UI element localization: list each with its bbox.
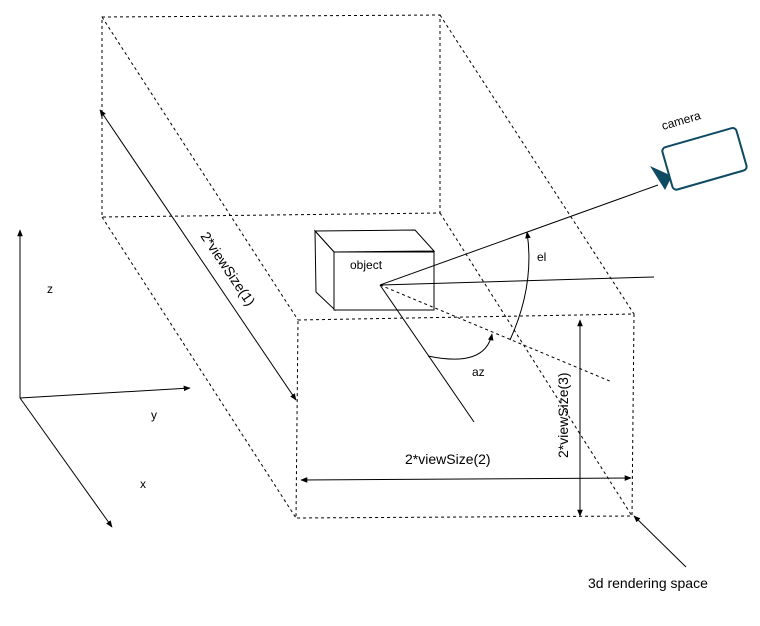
camera-label: camera bbox=[660, 108, 703, 133]
object-axis-line bbox=[379, 284, 475, 423]
azimuth-label: az bbox=[472, 365, 485, 379]
elevation-label: el bbox=[537, 250, 546, 264]
camera-view-line bbox=[379, 184, 659, 286]
object-label: object bbox=[350, 258, 383, 272]
box-edge-bottom-right bbox=[439, 212, 633, 517]
x-axis bbox=[19, 397, 113, 528]
azimuth-arc bbox=[427, 333, 494, 360]
rendering-space-label: 3d rendering space bbox=[588, 575, 708, 591]
projection-line bbox=[379, 284, 613, 383]
horizontal-reference-line bbox=[379, 276, 655, 286]
box-back-face bbox=[101, 14, 441, 218]
box-edge-top-right bbox=[439, 14, 635, 315]
view-size-3-dimension: 2*viewSize(3) bbox=[555, 319, 583, 517]
box-edge-bottom-left bbox=[101, 216, 297, 519]
rendering-space-arrow bbox=[633, 515, 687, 568]
view-size-1-arrow bbox=[99, 109, 297, 401]
camera-body bbox=[661, 127, 748, 191]
camera-lens bbox=[650, 166, 672, 190]
coordinate-axes: z y x bbox=[17, 229, 191, 528]
view-size-2-arrow bbox=[300, 475, 632, 483]
object-top-face bbox=[313, 229, 436, 253]
elevation-angle: el bbox=[509, 231, 546, 341]
axis-x-label: x bbox=[140, 477, 146, 491]
elevation-arc bbox=[509, 231, 531, 341]
camera-icon: camera bbox=[650, 108, 748, 191]
axis-y-label: y bbox=[151, 408, 157, 422]
axis-z-label: z bbox=[47, 282, 53, 296]
view-lines bbox=[379, 184, 659, 423]
azimuth-angle: az bbox=[427, 333, 494, 379]
object-cuboid: object bbox=[313, 229, 436, 312]
view-size-2-dimension: 2*viewSize(2) bbox=[300, 451, 632, 483]
object-front-face bbox=[333, 251, 435, 311]
view-size-2-label: 2*viewSize(2) bbox=[405, 451, 491, 467]
box-front-face bbox=[295, 313, 635, 519]
rendering-space-pointer: 3d rendering space bbox=[588, 515, 708, 591]
view-size-1-dimension: 2*viewSize(1) bbox=[99, 109, 297, 401]
box-edge-top-left bbox=[101, 16, 299, 321]
view-size-3-label: 2*viewSize(3) bbox=[555, 372, 571, 458]
y-axis bbox=[19, 385, 191, 399]
